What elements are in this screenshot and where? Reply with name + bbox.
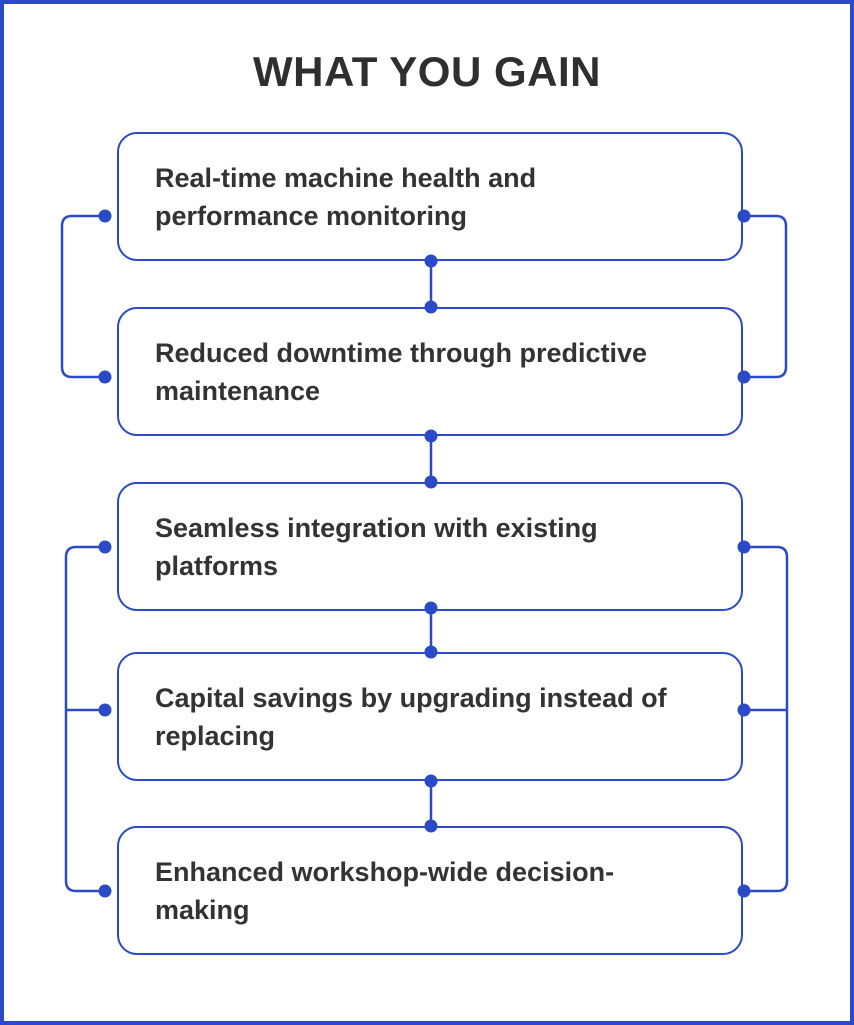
connector-groupB-right <box>744 545 789 893</box>
benefit-box-2: Reduced downtime through predictive main… <box>117 307 743 436</box>
page-title: WHAT YOU GAIN <box>253 48 601 95</box>
connector-dot <box>98 370 112 384</box>
benefit-box-5-label: Enhanced workshop-wide decision- making <box>155 856 615 925</box>
benefit-box-1: Real-time machine health and performance… <box>117 132 743 261</box>
benefit-box-2-label: Reduced downtime through predictive main… <box>155 337 648 406</box>
connector-dot <box>98 884 112 898</box>
connector-dot <box>98 540 112 554</box>
benefit-box-4: Capital savings by upgrading instead of … <box>117 652 743 781</box>
connector-groupB-left <box>64 545 105 893</box>
connector-groupA-right <box>744 214 788 379</box>
benefit-box-4-label: Capital savings by upgrading instead of … <box>155 682 667 751</box>
benefit-box-1-label: Real-time machine health and performance… <box>155 162 537 231</box>
benefit-box-3-label: Seamless integration with existing platf… <box>155 512 598 581</box>
connector-dot <box>98 209 112 223</box>
connector-dot <box>98 703 112 717</box>
benefit-box-3: Seamless integration with existing platf… <box>117 482 743 611</box>
connector-groupA-left <box>60 214 105 379</box>
benefit-box-5: Enhanced workshop-wide decision- making <box>117 826 743 955</box>
